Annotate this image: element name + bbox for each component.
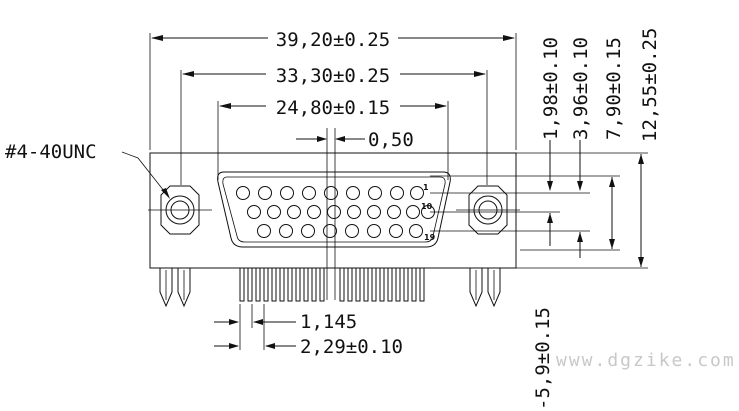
- dim-pin-width-label: 1,145: [300, 311, 357, 333]
- dim-total-height-label: 12,55±0.25: [639, 28, 661, 142]
- pin-row-1: [236, 186, 424, 200]
- dim-pin-pitch: 2,29±0.10: [214, 304, 403, 358]
- board-lock-right: [469, 268, 501, 308]
- dim-mount-pitch-label: 33,30±0.25: [276, 65, 390, 87]
- dim-tail-length: -5,9±0.15: [532, 307, 554, 410]
- dim-offset-label: 0,50: [368, 129, 414, 151]
- dim-row2-height-label: 3,96±0.10: [570, 37, 592, 140]
- mount-nut-left: [148, 185, 212, 235]
- dim-heights: 1,98±0.10 3,96±0.10 7,90±0.15 12,55±0.25: [430, 28, 661, 269]
- dim-shell-width-label: 24,80±0.15: [276, 97, 390, 119]
- thread-label: #4-40UNC: [5, 141, 97, 163]
- thread-leader: [121, 151, 169, 197]
- dim-overall-width: 39,20±0.25: [149, 29, 517, 150]
- dim-row1-height-label: 1,98±0.10: [540, 37, 562, 140]
- pin-row-3: [257, 224, 423, 238]
- pcb-tails: [239, 267, 425, 302]
- dim-pin-pitch-label: 2,29±0.10: [300, 336, 403, 358]
- watermark: www.dgzike.com: [556, 350, 736, 371]
- dim-row3-height-label: 7,90±0.15: [603, 37, 625, 140]
- pin-holes: [236, 186, 435, 238]
- dim-tail-length-label: -5,9±0.15: [532, 307, 554, 410]
- pin-label-1: 1: [423, 183, 429, 192]
- pin-label-19: 19: [424, 233, 436, 242]
- dim-mount-pitch: 33,30±0.25: [180, 65, 488, 185]
- dim-pin-width: 1,145: [214, 304, 357, 333]
- dim-overall-width-label: 39,20±0.25: [276, 29, 390, 51]
- dim-offset: 0,50: [296, 129, 414, 151]
- mount-nut-right: [456, 185, 520, 235]
- dim-shell-width: 24,80±0.15: [217, 97, 449, 180]
- connector-body: [149, 152, 517, 269]
- pin-label-10: 10: [421, 202, 433, 211]
- pin-row-2: [247, 205, 435, 219]
- board-lock-left: [159, 268, 191, 308]
